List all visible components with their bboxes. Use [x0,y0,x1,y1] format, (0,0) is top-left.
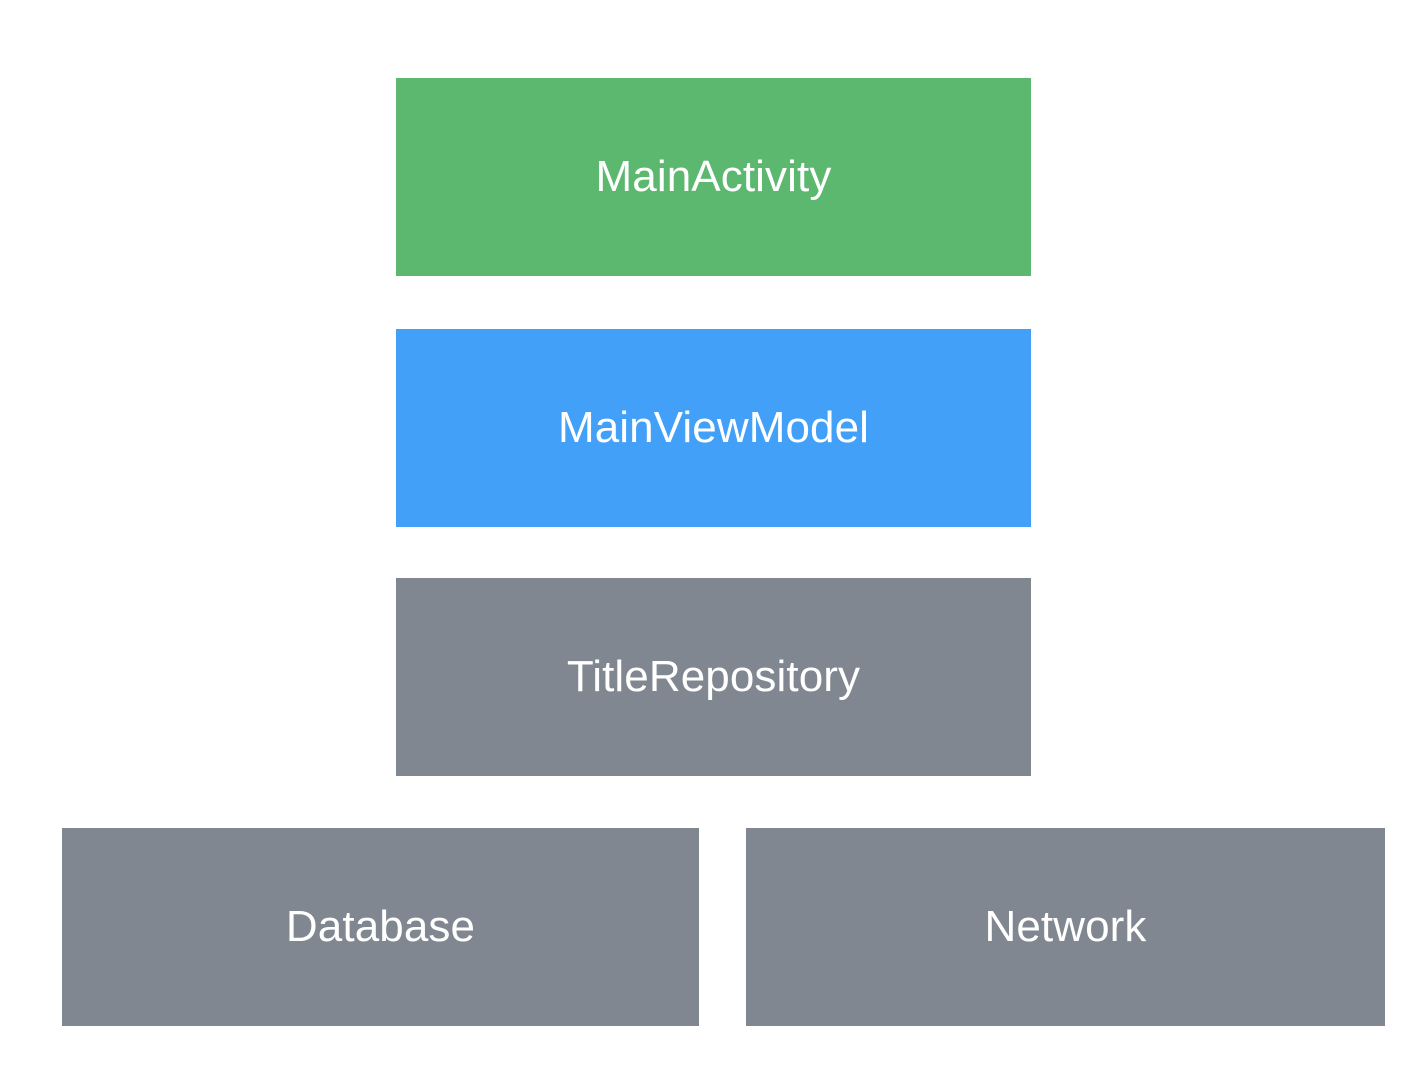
diagram-node-label: Network [984,902,1147,951]
diagram-node-label: MainViewModel [557,403,870,452]
diagram-node-label: MainActivity [595,152,832,201]
diagram-node-main-activity[interactable]: MainActivity [396,78,1031,276]
diagram-node-network[interactable]: Network [746,828,1385,1026]
diagram-node-label: TitleRepository [566,652,861,701]
diagram-node-title-repository[interactable]: TitleRepository [396,578,1031,776]
diagram-node-database[interactable]: Database [62,828,699,1026]
diagram-node-label: Database [285,902,476,951]
diagram-node-main-view-model[interactable]: MainViewModel [396,329,1031,527]
